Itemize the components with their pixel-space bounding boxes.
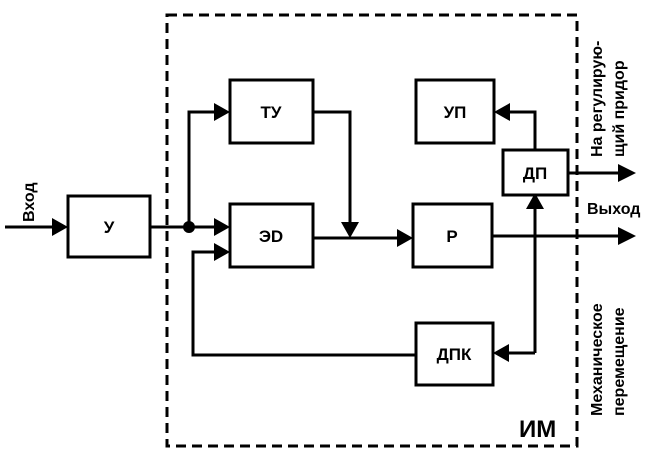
amplifier-block: У [66,194,152,259]
ed-feedback-arrow [214,243,230,261]
tu-output-line [313,110,352,222]
reducer-input-arrow [397,229,413,247]
to-regulator-label-line1: На регулирую- [589,41,606,157]
dpk-block: ДПК [414,321,495,387]
tu-output-arrow [341,222,359,238]
reducer-label: Р [446,227,457,246]
dpk-feedback-line [191,250,416,357]
im-boundary [165,13,579,448]
output-label: Выход [587,201,640,218]
dp-block: ДП [501,148,570,197]
input-arrow [52,218,68,236]
branch-to-tu-line [187,110,214,227]
input-label: Вход [21,182,38,222]
tu-label: ТУ [261,103,282,122]
dpk-label: ДПК [437,345,472,364]
ed-input-arrow [214,218,230,236]
dpk-input-arrow [493,344,509,362]
im-label: ИМ [519,416,556,443]
amplifier-label: У [104,218,115,237]
dp-input-arrow [526,193,544,209]
ed-block: ЭD [228,202,315,269]
mechanical-label-line2: перемещение [611,307,628,416]
to-regulator-label-line2: щий придор [611,60,628,157]
up-block: УП [414,78,496,145]
up-label: УП [444,103,467,122]
tu-input-arrow [214,103,230,121]
mechanical-output-arrow [618,227,636,245]
mechanical-label-line1: Механическое [589,303,606,416]
ed-label: ЭD [259,227,283,246]
up-input-arrow [494,103,510,121]
dp-to-up-line [510,110,537,150]
dp-output-arrow [618,164,636,182]
tu-block: ТУ [228,78,315,145]
dp-label: ДП [523,164,547,183]
reducer-block: Р [411,202,494,269]
